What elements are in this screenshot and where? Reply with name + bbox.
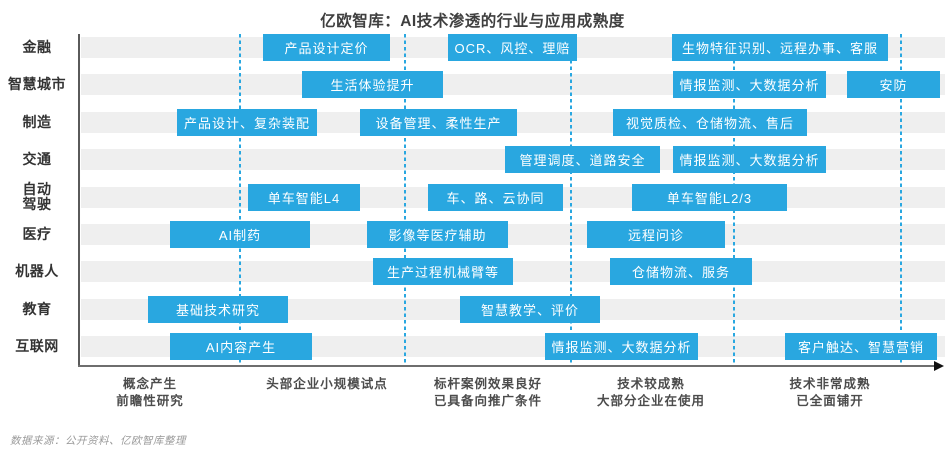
stage-label: 技术非常成熟已全面铺开	[730, 376, 930, 409]
stage-label-line: 已具备向推广条件	[433, 393, 542, 408]
y-axis-line	[78, 34, 80, 367]
stage-separator-dashed-line	[570, 34, 572, 366]
task-span: 生物特征识别、远程办事、客服	[672, 34, 888, 61]
row-label-line: 互联网	[15, 338, 59, 355]
row-label-line: 教育	[22, 300, 52, 317]
stage-label-line: 技术非常成熟	[789, 377, 871, 391]
source-note: 数据来源：公开资料、亿欧智库整理	[10, 435, 186, 447]
task-span: 情报监测、大数据分析	[673, 146, 826, 174]
task-span: 基础技术研究	[148, 295, 288, 323]
stage-separator-dashed-line	[404, 34, 406, 366]
stage-label: 标杆案例效果良好已具备向推广条件	[388, 376, 588, 409]
row-label: 金融	[0, 37, 74, 58]
row-label: 制造	[0, 112, 74, 133]
row-label-line: 自动	[22, 181, 52, 198]
row-label: 机器人	[0, 261, 74, 282]
stage-label-line: 头部企业小规模试点	[266, 377, 388, 391]
chart-title: 亿欧智库：AI技术渗透的行业与应用成熟度	[320, 13, 625, 30]
stage-label-line: 已全面铺开	[796, 393, 864, 408]
row-label-line: 机器人	[15, 263, 59, 280]
task-span: 仓储物流、服务	[610, 258, 752, 286]
row-label-line: 金融	[22, 39, 52, 55]
row-label: 交通	[0, 149, 74, 170]
row-label-line: 医疗	[22, 226, 52, 242]
stage-label-line: 概念产生	[122, 377, 177, 391]
task-span: OCR、风控、理赔	[448, 34, 577, 61]
stage-label: 头部企业小规模试点	[227, 376, 427, 393]
row-label: 自动驾驶	[0, 182, 74, 212]
task-span: 产品设计、复杂装配	[177, 108, 317, 136]
row-label: 互联网	[0, 336, 74, 357]
task-span: 单车智能L2/3	[632, 183, 787, 211]
task-span: 产品设计定价	[263, 34, 390, 61]
x-axis-arrow-icon	[934, 361, 944, 371]
stage-separator-dashed-line	[900, 34, 902, 366]
task-span: 单车智能L4	[248, 183, 360, 211]
task-span: 远程问诊	[587, 221, 725, 248]
stage-separator-dashed-line	[239, 34, 241, 366]
row-band	[81, 261, 945, 283]
task-span: 情报监测、大数据分析	[545, 333, 698, 361]
row-label: 医疗	[0, 224, 74, 245]
row-label: 教育	[0, 299, 74, 320]
row-label-line: 制造	[22, 113, 52, 130]
row-label-line: 驾驶	[22, 196, 52, 213]
row-label-line: 智慧城市	[8, 76, 66, 93]
task-span: 视觉质检、仓储物流、售后	[613, 108, 807, 136]
task-span: 情报监测、大数据分析	[673, 71, 826, 99]
task-span: AI内容产生	[170, 333, 312, 361]
stage-label-line: 技术较成熟	[617, 377, 685, 391]
x-axis-line	[78, 365, 936, 367]
stage-label-line: 标杆案例效果良好	[433, 377, 542, 391]
task-span: 智慧教学、评价	[460, 295, 600, 323]
stage-label-line: 前瞻性研究	[116, 393, 184, 408]
task-span: 生产过程机械臂等	[373, 258, 513, 286]
task-span: 影像等医疗辅助	[367, 221, 508, 248]
task-span: 车、路、云协同	[428, 183, 563, 211]
task-span: 客户触达、智慧营销	[785, 333, 937, 361]
stage-label: 技术较成熟大部分企业在使用	[551, 376, 751, 409]
stage-label: 概念产生前瞻性研究	[50, 376, 250, 409]
task-span: AI制药	[170, 221, 310, 248]
stage-label-line: 大部分企业在使用	[596, 393, 705, 408]
row-label-line: 交通	[22, 151, 52, 168]
row-label: 智慧城市	[0, 74, 74, 95]
task-span: 设备管理、柔性生产	[360, 108, 517, 136]
task-span: 安防	[847, 71, 940, 99]
task-span: 管理调度、道路安全	[505, 146, 660, 174]
task-span: 生活体验提升	[302, 71, 443, 99]
